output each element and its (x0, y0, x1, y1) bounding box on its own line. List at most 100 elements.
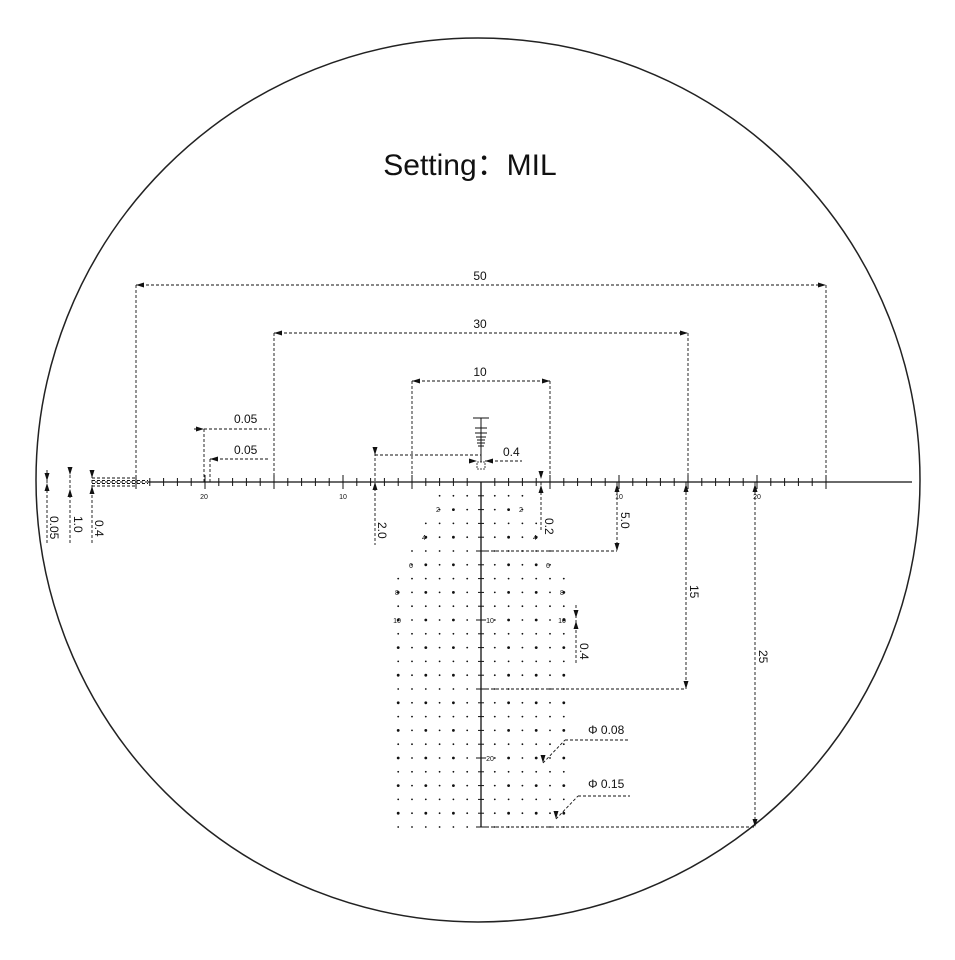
grid-dot (411, 688, 413, 690)
diagram-title: Setting：MIL (383, 149, 556, 182)
grid-dot (549, 660, 551, 663)
grid-dot (438, 591, 441, 594)
grid-dot (411, 812, 413, 815)
grid-dot (534, 756, 538, 760)
dim-label-tick-b: 0.05 (234, 443, 258, 457)
grid-dot (452, 591, 455, 594)
grid-dot (507, 632, 510, 635)
grid-dot (424, 618, 428, 622)
grid-dot (562, 646, 566, 649)
grid-dot (507, 605, 510, 608)
grid-dot (452, 743, 455, 746)
grid-dot (411, 632, 413, 635)
grid-dot (521, 619, 524, 621)
grid-dot (562, 756, 566, 760)
grid-dot (411, 577, 413, 580)
grid-dot (438, 729, 441, 732)
grid-dot (507, 646, 510, 649)
dim-15-arrow-top (683, 484, 689, 492)
grid-dot (411, 591, 413, 594)
grid-dot (493, 536, 496, 539)
grid-dot (493, 646, 496, 649)
h-label-left-20: 20 (200, 494, 208, 501)
dim-2-arrow (372, 482, 378, 490)
grid-dot (507, 563, 510, 567)
grid-dot (562, 605, 565, 608)
grid-dot (397, 605, 400, 608)
grid-dot (397, 798, 400, 801)
grid-dot (521, 674, 524, 677)
grid-dot (549, 701, 551, 704)
grid-dot (493, 563, 496, 566)
grid-label-4-right: 4 (533, 535, 537, 542)
grid-dot (438, 550, 441, 552)
dim-30-arrow-right (680, 330, 688, 336)
grid-dot (493, 688, 496, 690)
grid-dot (452, 535, 455, 539)
grid-dot (493, 798, 496, 801)
grid-dot (562, 770, 565, 773)
grid-dot (562, 673, 566, 677)
dim-dot-small-leader (542, 739, 566, 764)
grid-dot (493, 508, 496, 511)
grid-label-2-left: 2 (436, 507, 440, 514)
grid-dot (535, 798, 538, 801)
grid-dot (411, 729, 413, 732)
grid-dot (534, 729, 538, 732)
grid-dot (411, 743, 413, 746)
grid-dot (438, 701, 441, 704)
grid-dot (424, 605, 427, 608)
dim-label-line-width: 0.05 (47, 516, 61, 540)
grid-dot (549, 591, 551, 594)
dim-label-50: 50 (473, 269, 487, 283)
grid-dot (521, 563, 524, 566)
grid-dot (493, 743, 496, 746)
grid-dot (438, 757, 441, 759)
grid-dot (493, 757, 496, 759)
grid-dot (521, 701, 524, 704)
grid-dot (521, 784, 524, 787)
grid-dot (549, 798, 551, 801)
grid-dot (411, 660, 413, 663)
grid-dot (424, 743, 427, 746)
grid-dot (452, 660, 455, 663)
grid-dot (466, 577, 469, 580)
grid-dot (562, 811, 566, 815)
grid-dot (549, 770, 551, 773)
h-label-left-10: 10 (339, 494, 347, 501)
grid-dot (562, 577, 565, 580)
grid-dot (549, 812, 551, 815)
grid-dot (507, 535, 510, 539)
grid-dot (411, 826, 413, 828)
grid-dot (493, 729, 496, 732)
dim-label-30: 30 (473, 317, 487, 331)
grid-dot (424, 563, 428, 567)
grid-dot (424, 660, 427, 663)
grid-dot (438, 522, 441, 525)
dim-5-arrow-top (614, 484, 620, 492)
dim-50-arrow-left (136, 282, 144, 288)
grid-dot (452, 605, 455, 608)
grid-dot (507, 577, 510, 580)
grid-label-8-left: 8 (395, 590, 399, 597)
grid-dot (438, 494, 441, 497)
grid-dot (396, 784, 400, 787)
dim-10-arrow-right (542, 378, 550, 384)
dim-dot-large-leader (555, 795, 579, 820)
grid-dot (507, 715, 510, 718)
grid-dot (493, 784, 496, 787)
dim-post-line-arrow-bottom (89, 486, 95, 494)
grid-dot (549, 826, 551, 828)
grid-dot (396, 646, 400, 649)
grid-label-10-left: 10 (393, 618, 401, 625)
grid-dot (452, 715, 455, 718)
grid-dot (424, 632, 427, 635)
dim-label-dot-spacing: 0.4 (577, 643, 591, 660)
dim-label-15: 15 (687, 585, 701, 599)
grid-dot (396, 729, 400, 732)
grid-dot (521, 536, 524, 539)
grid-dot (452, 729, 455, 732)
grid-dot (452, 522, 455, 525)
dim-30-arrow-left (274, 330, 282, 336)
